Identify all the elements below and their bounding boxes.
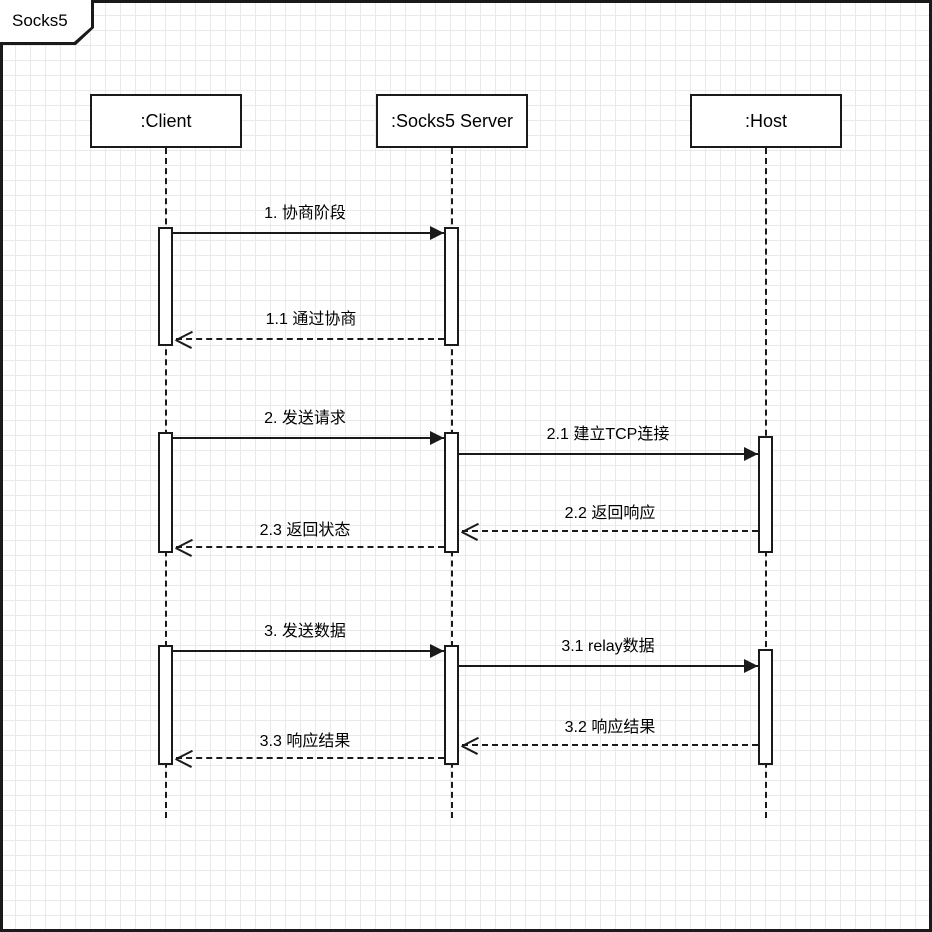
lifeline-label: :Host: [744, 110, 787, 131]
arrowhead-filled-icon: [744, 447, 758, 461]
message-label-m3_2: 3.2 响应结果: [564, 719, 656, 736]
frame-label: Socks5: [0, 0, 94, 45]
arrowhead-open-icon: [462, 737, 478, 753]
lifeline-head-server[interactable]: :Socks5 Server: [376, 94, 528, 148]
message-line-m2_1[interactable]: [459, 453, 758, 455]
message-line-m2[interactable]: [173, 437, 444, 439]
message-line-m3[interactable]: [173, 650, 444, 652]
activation-bar-client[interactable]: [158, 645, 173, 765]
message-line-m1_1[interactable]: [176, 338, 444, 340]
message-line-m1[interactable]: [173, 232, 444, 234]
message-label-m3: 3. 发送数据: [264, 623, 346, 640]
arrowhead-open-icon: [176, 331, 192, 347]
arrowhead-filled-icon: [744, 659, 758, 673]
arrowhead-open-icon: [176, 539, 192, 555]
message-line-m3_1[interactable]: [459, 665, 758, 667]
message-label-m1_1: 1.1 通过协商: [265, 311, 357, 328]
lifeline-label: :Socks5 Server: [390, 110, 514, 131]
message-line-m2_3[interactable]: [176, 546, 444, 548]
arrowhead-filled-icon: [430, 644, 444, 658]
arrowhead-filled-icon: [430, 431, 444, 445]
lifeline-head-host[interactable]: :Host: [690, 94, 842, 148]
message-label-m2_2: 2.2 返回响应: [564, 505, 656, 522]
message-label-m2_1: 2.1 建立TCP连接: [546, 426, 670, 443]
activation-bar-client[interactable]: [158, 432, 173, 553]
activation-bar-server[interactable]: [444, 645, 459, 765]
activation-bar-host[interactable]: [758, 436, 773, 553]
activation-bar-server[interactable]: [444, 432, 459, 553]
activation-bar-client[interactable]: [158, 227, 173, 346]
frame-label-text: Socks5: [12, 11, 68, 30]
message-label-m1: 1. 协商阶段: [264, 205, 346, 222]
lifeline-label: :Client: [140, 110, 192, 131]
activation-bar-host[interactable]: [758, 649, 773, 765]
arrowhead-filled-icon: [430, 226, 444, 240]
arrowhead-open-icon: [462, 523, 478, 539]
message-line-m2_2[interactable]: [462, 530, 758, 532]
arrowhead-open-icon: [176, 750, 192, 766]
message-line-m3_2[interactable]: [462, 744, 758, 746]
message-label-m3_3: 3.3 响应结果: [259, 733, 351, 750]
frame-label-inner: Socks5: [0, 0, 91, 42]
activation-bar-server[interactable]: [444, 227, 459, 346]
lifeline-head-client[interactable]: :Client: [90, 94, 242, 148]
message-line-m3_3[interactable]: [176, 757, 444, 759]
message-label-m3_1: 3.1 relay数据: [561, 638, 655, 655]
message-label-m2_3: 2.3 返回状态: [259, 522, 351, 539]
message-label-m2: 2. 发送请求: [264, 410, 346, 427]
